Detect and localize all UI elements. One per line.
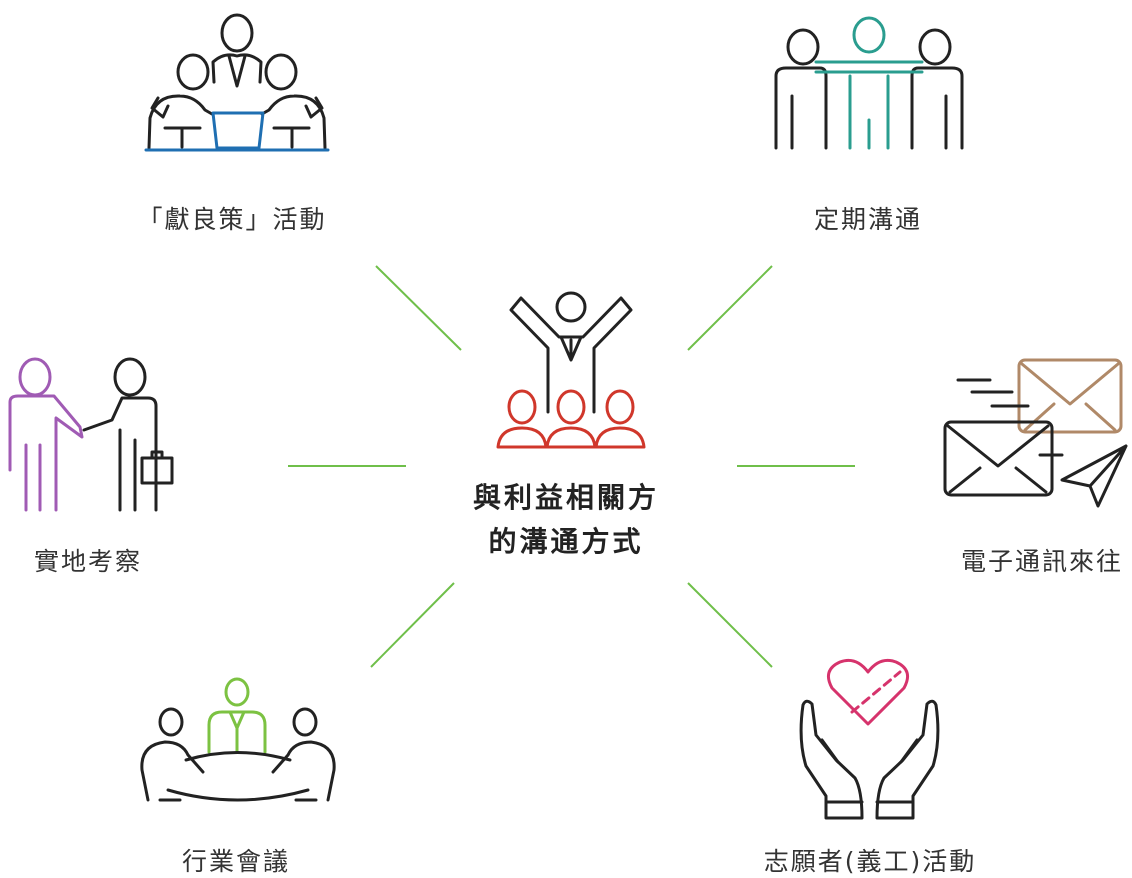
handshake-icon — [8, 357, 174, 512]
envelope-send-icon — [943, 358, 1128, 508]
connector-lines — [288, 265, 855, 668]
center-title-line-2: 的溝通方式 — [488, 525, 644, 558]
center-title-line-1: 與利益相關方 — [472, 481, 660, 514]
meeting-laptop-icon — [144, 13, 330, 152]
connector-bottom-right — [687, 582, 773, 668]
connector-top-right — [687, 265, 773, 351]
team-embrace-icon — [774, 16, 964, 150]
leader-audience-icon — [496, 291, 646, 449]
round-table-icon — [140, 677, 336, 802]
method-label-volunteer: 志願者(義工)活動 — [763, 847, 977, 876]
heart-hands-icon — [799, 658, 940, 820]
connector-top-left — [375, 265, 462, 351]
connector-bottom-left — [370, 582, 455, 668]
method-label-industry-conference: 行業會議 — [181, 847, 291, 876]
center-title: 與利益相關方 的溝通方式 — [473, 476, 659, 564]
method-label-email: 電子通訊來往 — [960, 547, 1124, 576]
method-label-regular-communication: 定期溝通 — [813, 205, 923, 234]
method-label-suggestions: 「獻良策」活動 — [137, 205, 327, 234]
method-label-site-visit: 實地考察 — [33, 547, 143, 576]
